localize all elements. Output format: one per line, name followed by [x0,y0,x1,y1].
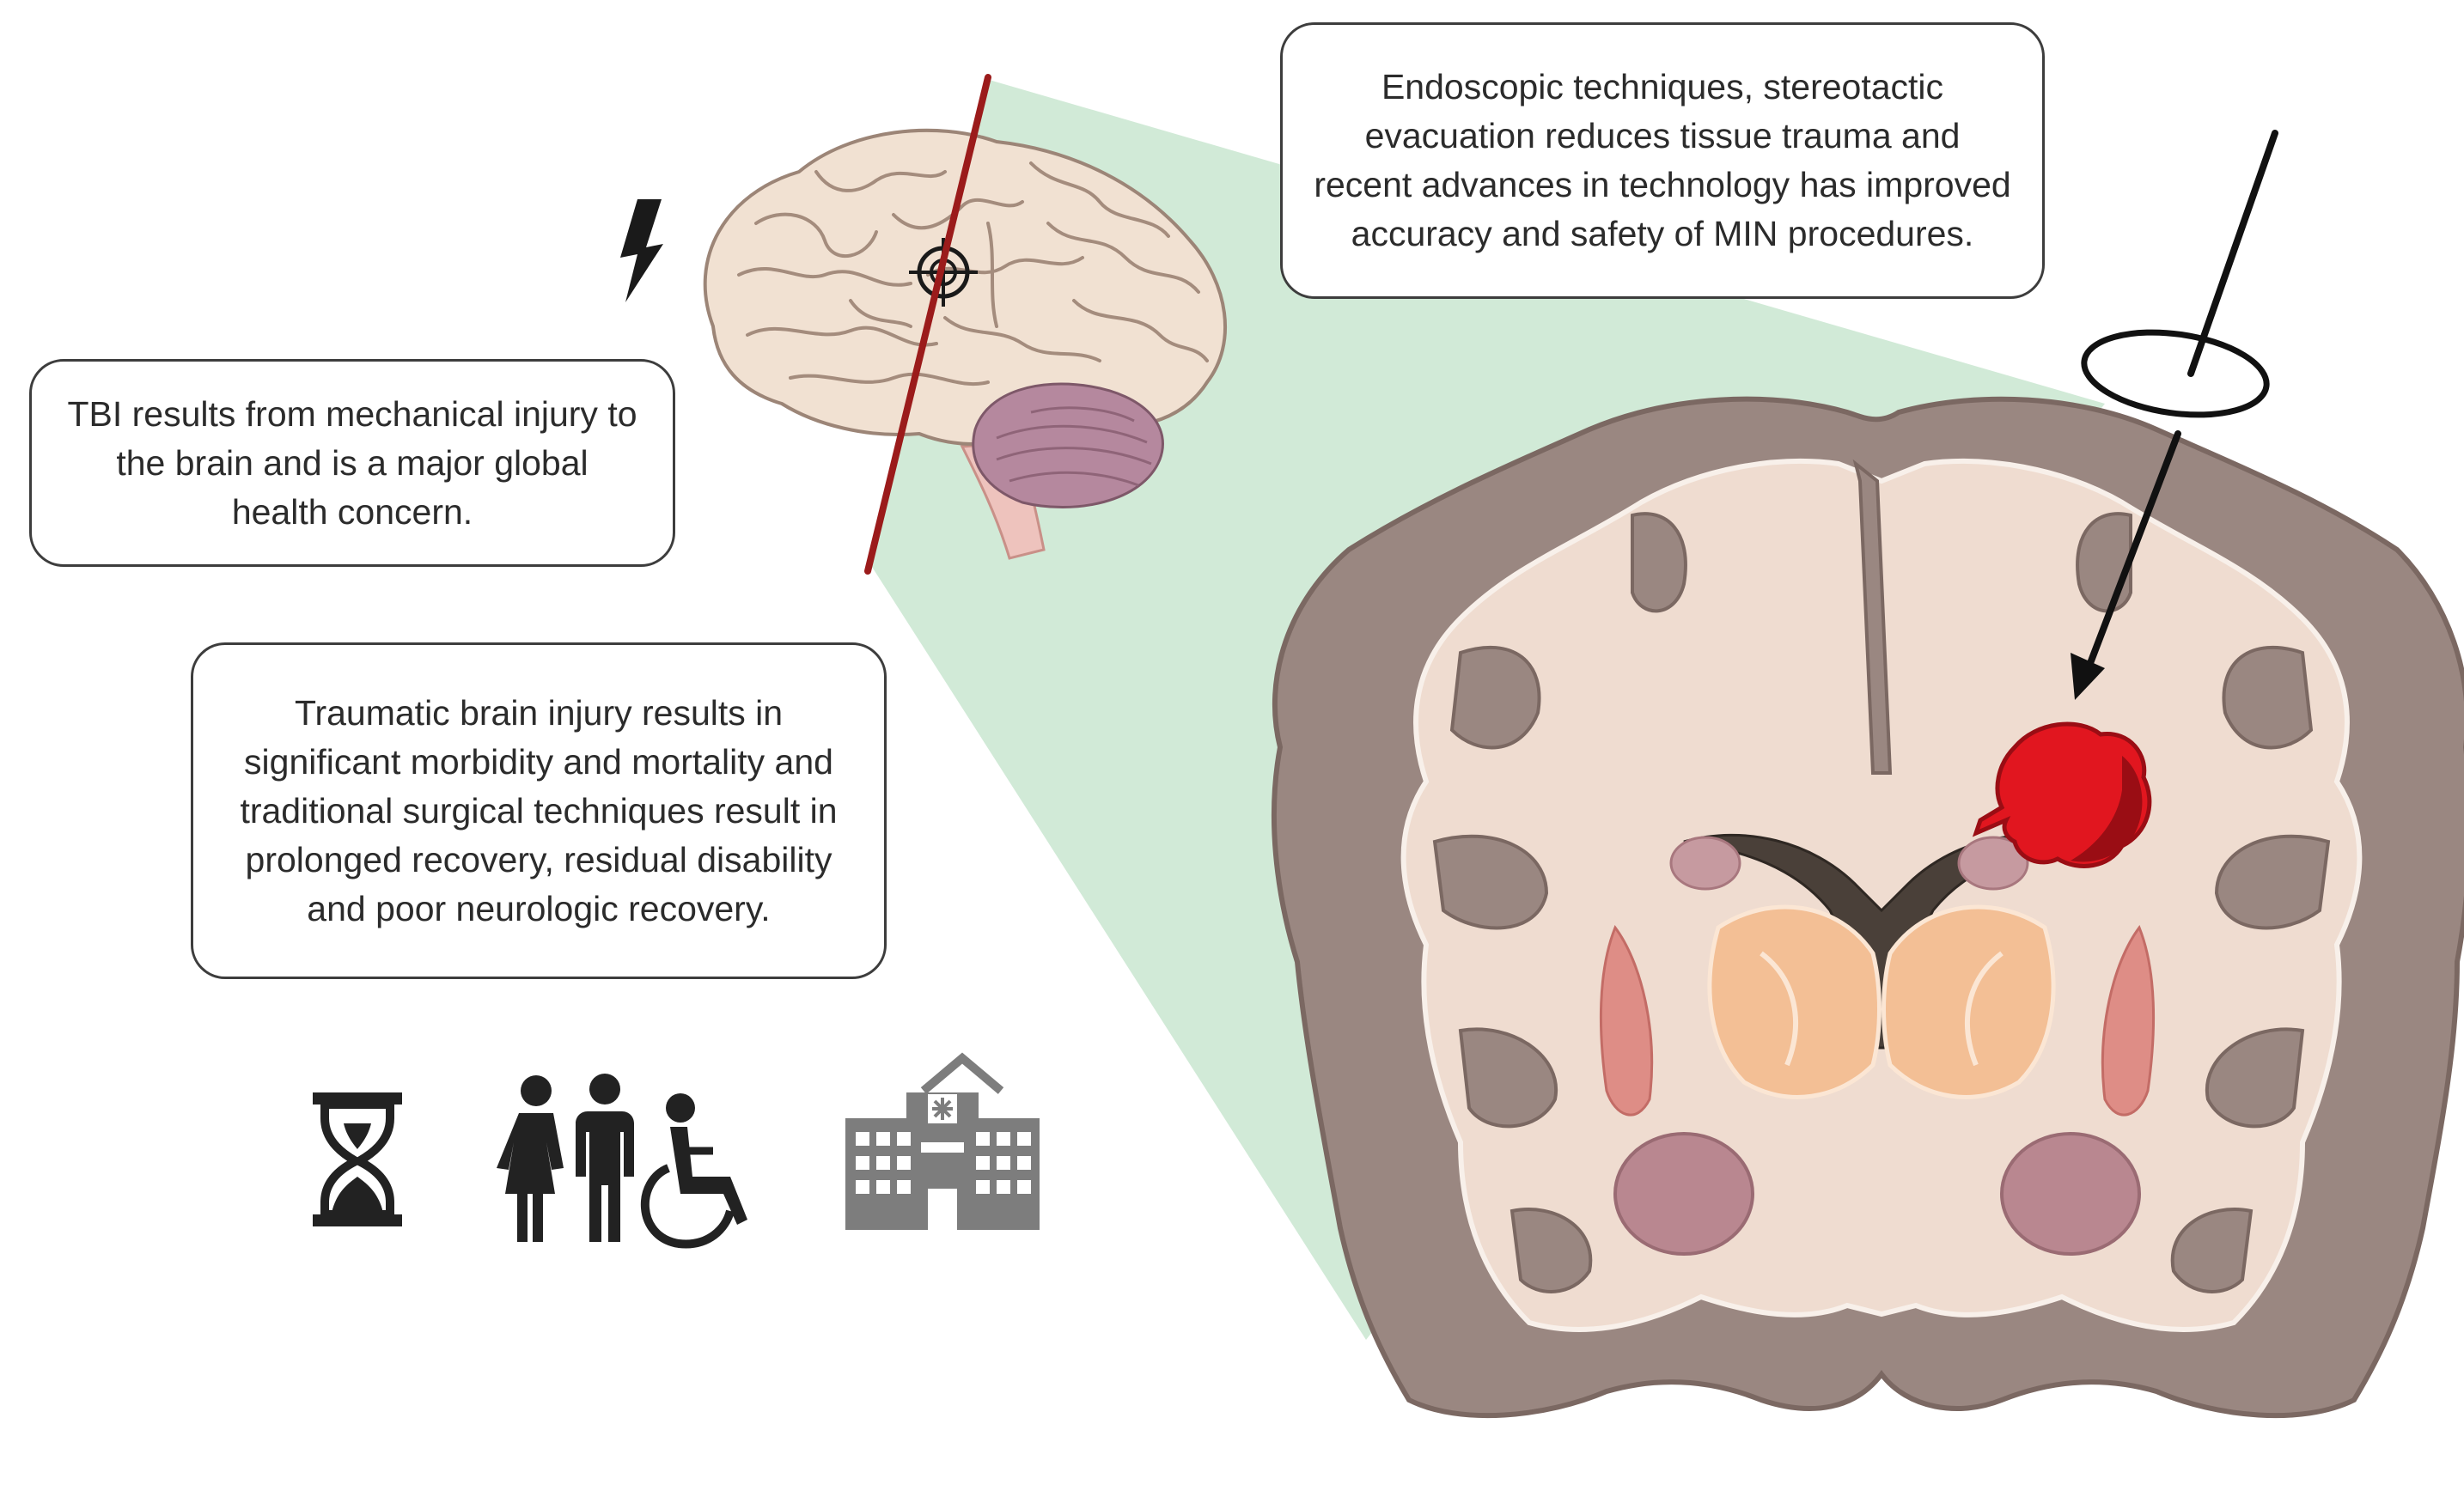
amygdala-right [2000,1132,2141,1256]
lateral-brain [703,74,1227,575]
callout-line: health concern. [231,491,473,532]
callout-line: significant morbidity and mortality and [244,741,833,782]
callout-line: traditional surgical techniques result i… [240,790,838,831]
callout-line: TBI results from mechanical injury to [67,393,637,434]
brain-sulci [737,161,1209,386]
insula-left [1599,924,1654,1117]
lateral-ventricle [1683,833,2080,1050]
cerebellum-folia [996,406,1152,487]
caudate-right [1957,836,2029,891]
coronal-section [1271,396,2464,1419]
callout-line: and poor neurologic recovery. [307,888,771,928]
caudate-left [1669,836,1741,891]
stereotactic-probe-icon [2071,130,2278,700]
callout-line: accuracy and safety of MIN procedures. [1351,214,1974,253]
insula-right [2101,924,2156,1117]
coronal-sulci [1432,459,2331,1293]
callout-line: Traumatic brain injury results in [294,692,784,733]
callout-line: recent advances in technology has improv… [1314,165,2011,204]
internal-capsule [1760,951,2004,1067]
wheelchair-icon [640,1093,747,1249]
cerebrum [703,128,1227,446]
hospital-icon [845,1052,1040,1230]
hematoma-shadow [2071,756,2143,862]
amygdala-left [1613,1132,1754,1256]
callout-tbi-definition: TBI results from mechanical injury to th… [29,359,675,567]
family-icon [497,1074,634,1242]
callout-min-procedures: Endoscopic techniques, stereotactic evac… [1280,22,2045,299]
callout-line: Endoscopic techniques, stereotactic [1381,67,1944,106]
hourglass-icon [313,1092,402,1226]
callout-line: prolonged recovery, residual disability [245,839,833,879]
callout-line: the brain and is a major global [116,442,589,483]
callout-line: evacuation reduces tissue trauma and [1364,116,1961,155]
slice-cut-line [864,74,991,575]
cerebellum [972,382,1164,509]
callout-tbi-morbidity: Traumatic brain injury results in signif… [191,642,887,979]
lightning-icon [620,199,663,302]
